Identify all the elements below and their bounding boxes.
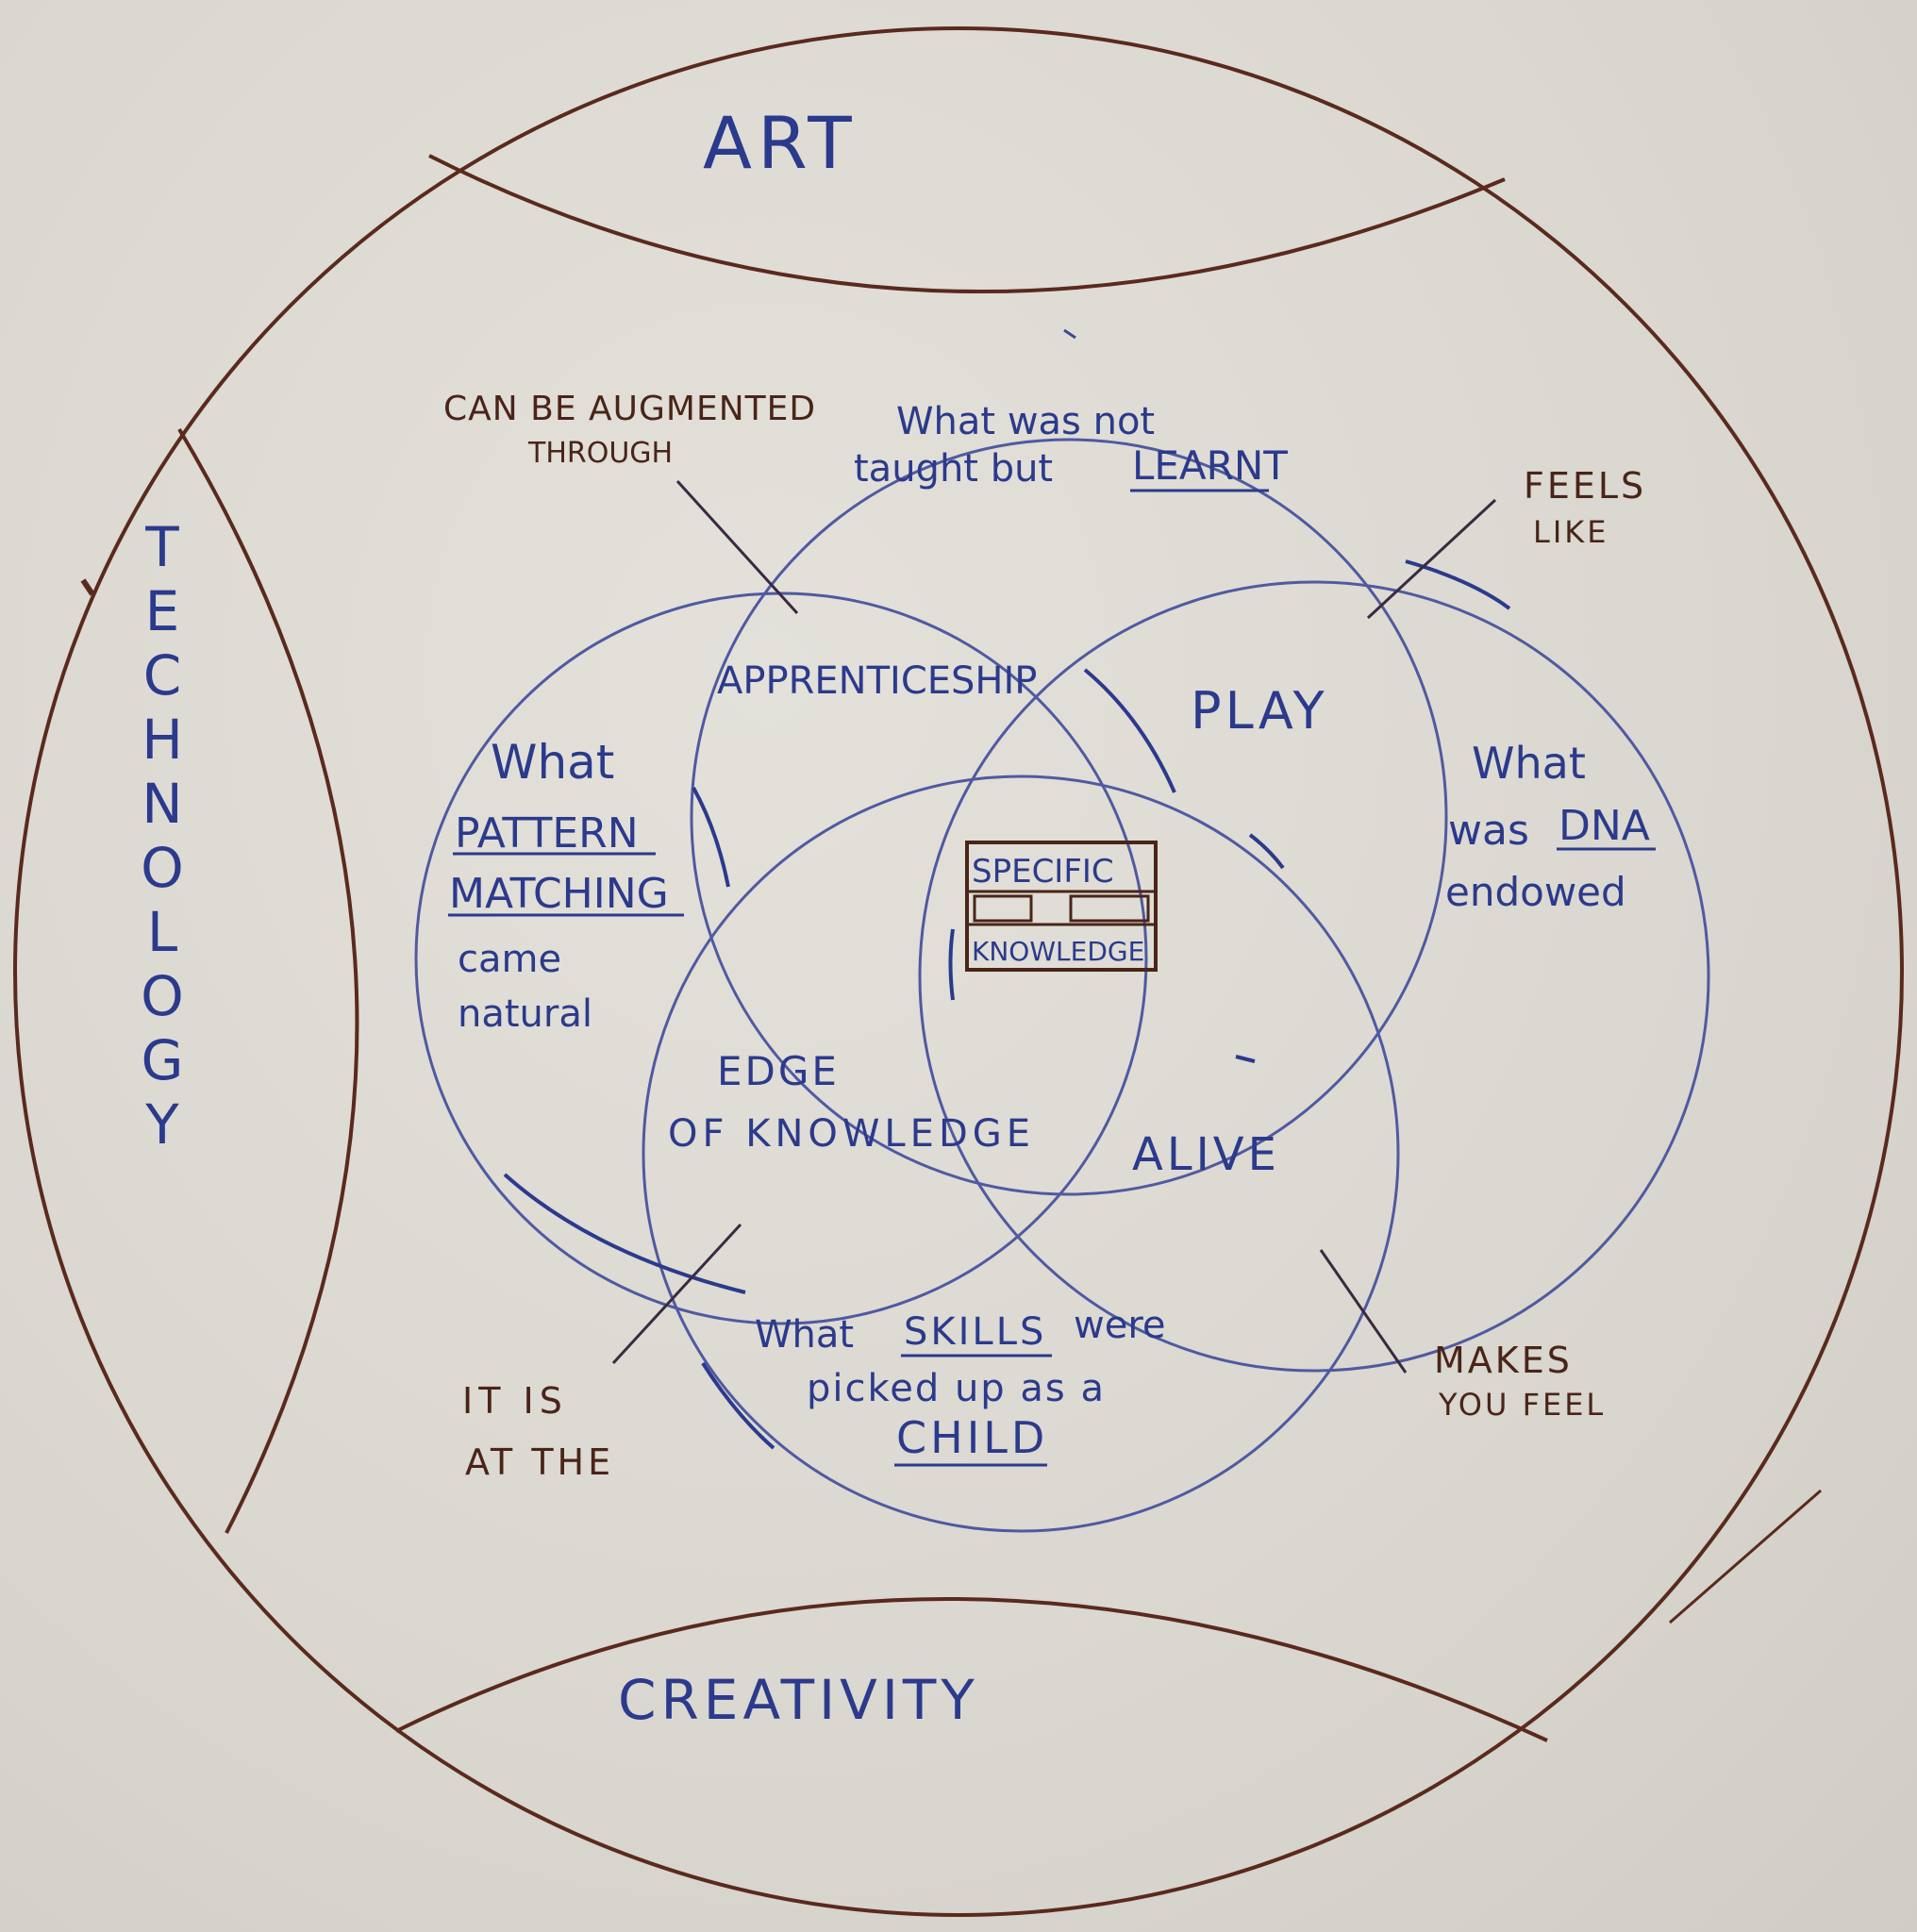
overlap-alive: ALIVE bbox=[1132, 1128, 1280, 1181]
emphasis-arc bbox=[701, 1361, 775, 1450]
emphasis-arc bbox=[692, 787, 730, 888]
overlap-play: PLAY bbox=[1191, 681, 1328, 741]
right-circle-pre: What bbox=[1472, 738, 1586, 789]
leader-line-feels-like bbox=[1366, 498, 1497, 620]
center-specific: SPECIFIC bbox=[972, 853, 1114, 891]
annotation-feels-line1: FEELS bbox=[1524, 465, 1646, 507]
venn-circle-left bbox=[414, 591, 1148, 1325]
tick-mark bbox=[1063, 328, 1076, 340]
emphasis-arc bbox=[948, 928, 955, 1001]
leader-line-augmented bbox=[675, 479, 799, 615]
specific-knowledge-box bbox=[965, 841, 1158, 972]
tick-mark bbox=[1669, 1489, 1822, 1624]
technology-letter: E bbox=[145, 579, 180, 643]
right-circle-mid: was bbox=[1448, 807, 1529, 855]
annotation-augmented-line1: CAN BE AUGMENTED bbox=[443, 390, 816, 428]
emphasis-arc bbox=[1248, 833, 1285, 870]
venn-circle-right bbox=[918, 580, 1710, 1373]
left-circle-key2: MATCHING bbox=[449, 870, 669, 918]
venn-circle-bottom bbox=[642, 774, 1400, 1533]
creativity-label: CREATIVITY bbox=[618, 1668, 979, 1732]
technology-letter: T bbox=[144, 515, 179, 579]
technology-letter: C bbox=[143, 643, 182, 708]
bottom-circle-line1-pre: What bbox=[755, 1313, 854, 1357]
art-band-divider bbox=[428, 154, 1506, 293]
top-circle-line2: taught but bbox=[854, 447, 1053, 491]
left-circle-pre: What bbox=[491, 735, 614, 790]
technology-letter: H bbox=[142, 708, 183, 772]
bottom-circle-line2: picked up as a bbox=[807, 1367, 1106, 1410]
technology-letter: G bbox=[142, 1028, 184, 1092]
bottom-circle-key2: CHILD bbox=[896, 1412, 1048, 1463]
annotation-it-is-line1: IT IS bbox=[462, 1380, 568, 1422]
leader-line-it-is bbox=[611, 1223, 742, 1365]
center-knowledge: KNOWLEDGE bbox=[972, 936, 1144, 967]
creativity-band-divider bbox=[395, 1596, 1548, 1742]
annotation-makes-line2: YOU FEEL bbox=[1438, 1387, 1606, 1423]
technology-letter: Y bbox=[144, 1092, 179, 1157]
leader-line-makes-you-feel bbox=[1319, 1249, 1408, 1374]
annotation-augmented-line2: THROUGH bbox=[527, 437, 673, 470]
left-circle-key1: PATTERN bbox=[455, 809, 639, 858]
right-circle-key: DNA bbox=[1559, 802, 1650, 850]
technology-letter: L bbox=[147, 900, 177, 964]
art-label: ART bbox=[703, 101, 858, 185]
top-circle-line1: What was not bbox=[896, 400, 1155, 443]
emphasis-arc bbox=[1405, 559, 1511, 610]
emphasis-arc bbox=[503, 1173, 746, 1294]
technology-letter: O bbox=[141, 964, 184, 1028]
overlap-apprenticeship: APPRENTICESHIP bbox=[717, 659, 1037, 703]
venn-circle-top bbox=[690, 438, 1448, 1196]
left-circle-post1: came bbox=[458, 938, 561, 981]
annotation-it-is-line2: AT THE bbox=[465, 1441, 614, 1483]
right-circle-post: endowed bbox=[1445, 869, 1626, 915]
emphasis-arc bbox=[1083, 668, 1176, 793]
bottom-circle-line1-post: were bbox=[1074, 1304, 1166, 1347]
outer-circle bbox=[13, 26, 1904, 1917]
technology-band-divider bbox=[177, 427, 359, 1534]
annotation-feels-line2: LIKE bbox=[1533, 514, 1609, 550]
annotation-makes-line1: MAKES bbox=[1434, 1340, 1573, 1381]
top-circle-key: LEARNT bbox=[1132, 442, 1288, 489]
left-circle-post2: natural bbox=[458, 992, 592, 1036]
overlap-edge-line1: EDGE bbox=[717, 1048, 840, 1094]
bottom-circle-key: SKILLS bbox=[904, 1310, 1046, 1354]
tick-mark bbox=[80, 578, 95, 596]
overlap-edge-line2: OF KNOWLEDGE bbox=[668, 1112, 1035, 1156]
technology-letter: O bbox=[141, 836, 184, 900]
emphasis-arc bbox=[1235, 1055, 1256, 1063]
technology-letter: N bbox=[142, 772, 182, 836]
